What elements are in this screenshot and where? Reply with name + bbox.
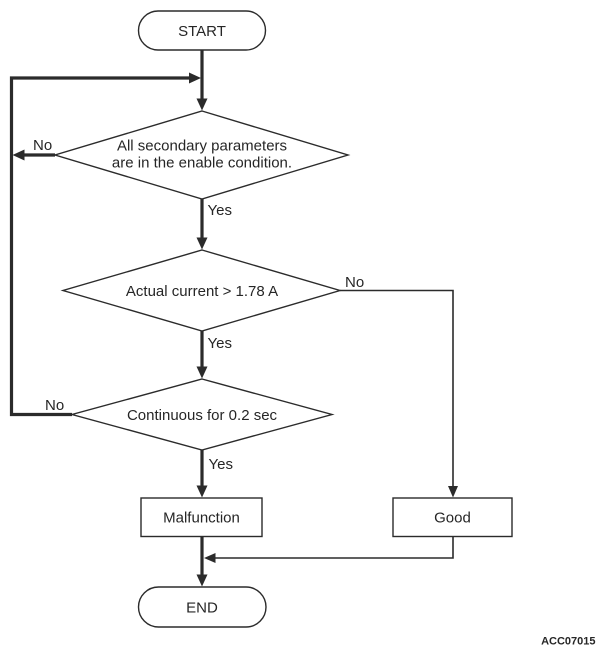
connector-no-feedback-loop [9, 76, 195, 417]
decision-secondary-parameters [52, 110, 351, 200]
decision-actual-current [60, 249, 343, 332]
arrowhead-down-into-secondary-params [196, 98, 208, 111]
figure-code: ACC07015 [541, 636, 595, 648]
secondary-parameters-label-line1: All secondary parameters [117, 138, 287, 155]
connector-actual-current-no [340, 289, 454, 490]
good-label: Good [434, 510, 471, 527]
malfunction-label: Malfunction [163, 510, 240, 527]
connector-good-to-end-merge [212, 536, 454, 559]
edge-label-actual-current-no: No [345, 274, 364, 291]
edge-label-secondary-params-no: No [33, 137, 52, 154]
secondary-parameters-label-line2: are in the enable condition. [112, 155, 292, 172]
actual-current-label: Actual current > 1.78 A [126, 283, 278, 300]
decision-continuous [69, 378, 335, 451]
good-box [392, 497, 513, 538]
arrowhead-down-into-malfunction [196, 485, 208, 498]
malfunction-box [140, 497, 263, 538]
arrowhead-right-into-main-line [189, 72, 201, 84]
continuous-label: Continuous for 0.2 sec [127, 407, 278, 424]
end-node [137, 586, 267, 628]
arrowhead-down-into-actual-current [196, 237, 208, 250]
arrowhead-down-into-continuous [196, 366, 208, 379]
arrowhead-left-into-feedback-line [12, 149, 25, 161]
arrowhead-down-into-good [448, 486, 458, 498]
arrowhead-down-into-end [196, 574, 208, 587]
end-label: END [186, 600, 218, 617]
arrowhead-left-into-end-line [204, 553, 216, 563]
start-label: START [178, 23, 226, 40]
edge-label-actual-current-yes: Yes [208, 335, 232, 352]
edge-label-secondary-params-yes: Yes [208, 202, 232, 219]
edge-label-continuous-yes: Yes [209, 456, 233, 473]
start-node [137, 10, 267, 51]
edge-label-continuous-no: No [45, 397, 64, 414]
